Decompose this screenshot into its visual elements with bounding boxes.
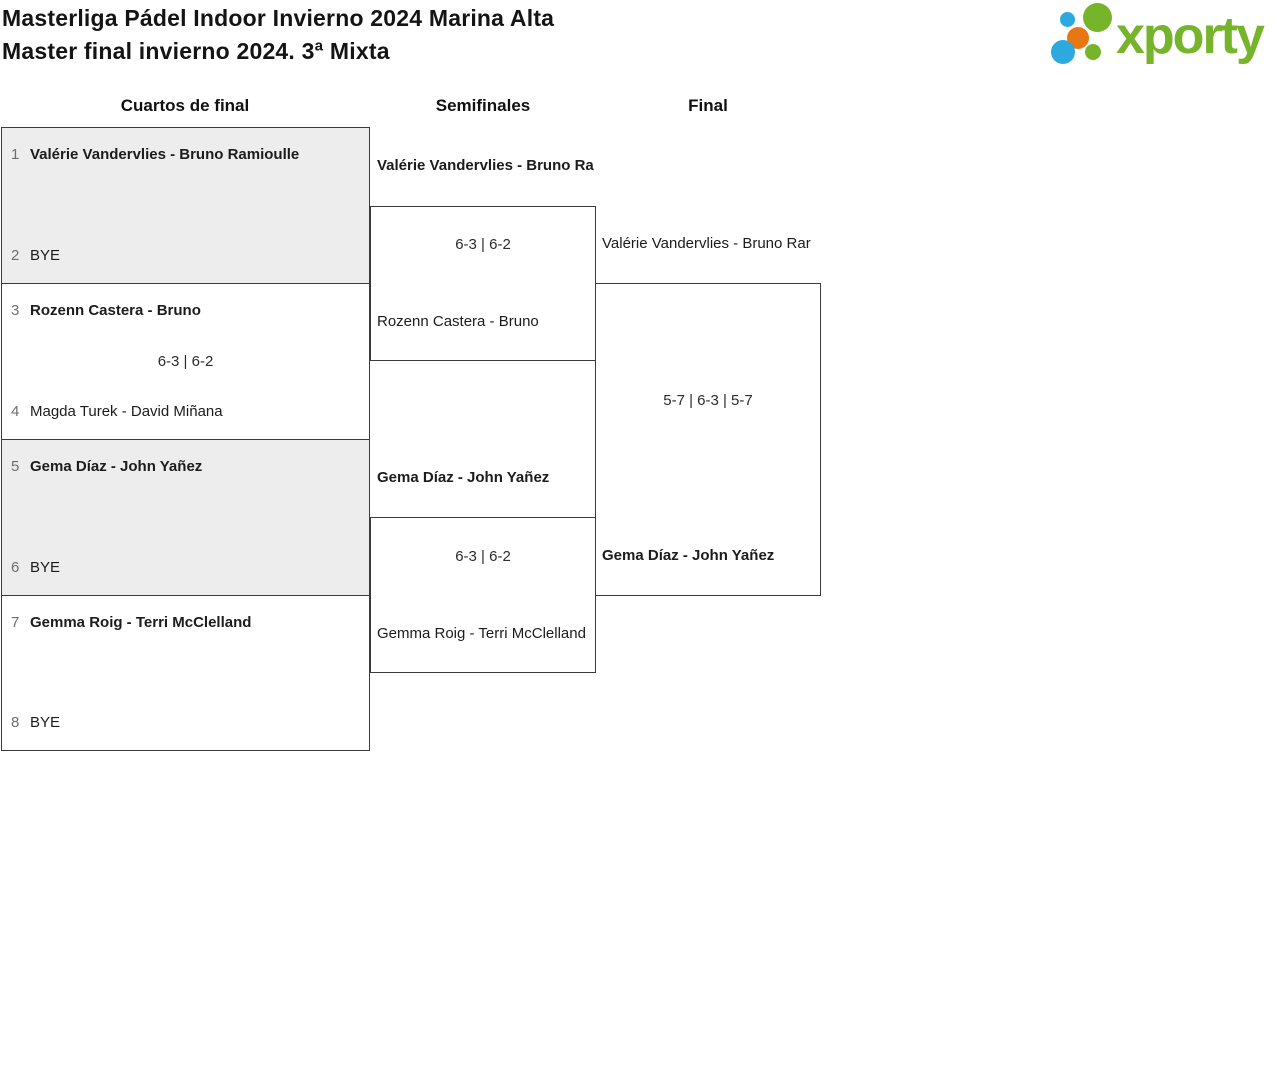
logo-dot-green-small-icon xyxy=(1085,44,1101,60)
seed-label: 2 xyxy=(11,247,20,264)
match-box-sf2 xyxy=(370,517,596,673)
match-score: 6-3 | 6-2 xyxy=(157,352,214,370)
seed-label: 4 xyxy=(11,403,20,420)
seed-label: 1 xyxy=(11,146,20,163)
seed-label: 6 xyxy=(11,559,20,576)
logo-dot-orange-icon xyxy=(1067,27,1089,49)
team-name: BYE xyxy=(30,714,61,731)
seed-label: 5 xyxy=(11,458,20,475)
page-title: Masterliga Pádel Indoor Invierno 2024 Ma… xyxy=(2,2,554,68)
match-score-sf1: 6-3 | 6-2 xyxy=(455,236,511,253)
team-name-sf1-bottom: Rozenn Castera - Bruno xyxy=(377,313,539,330)
round-header-semifinals: Semifinales xyxy=(435,96,531,115)
match-score-sf2: 6-3 | 6-2 xyxy=(455,548,511,565)
match-row: 2 BYE xyxy=(11,246,363,266)
team-name: Magda Turek - David Miñana xyxy=(30,403,223,420)
match-row: 4 Magda Turek - David Miñana xyxy=(11,402,363,422)
match-box-sf1 xyxy=(370,206,596,361)
round-header-quarterfinals: Cuartos de final xyxy=(120,96,250,115)
page-title-line2: Master final invierno 2024. 3ª Mixta xyxy=(2,38,390,64)
match-box-qf3: 5 Gema Díaz - John Yañez 6 BYE xyxy=(1,439,370,596)
match-row: 1 Valérie Vandervlies - Bruno Ramioulle xyxy=(11,145,363,165)
team-name: Valérie Vandervlies - Bruno Ramioulle xyxy=(30,146,300,163)
team-name-sf2-top: Gema Díaz - John Yañez xyxy=(377,469,550,486)
match-row: 7 Gemma Roig - Terri McClelland xyxy=(11,613,363,633)
match-score-final: 5-7 | 6-3 | 5-7 xyxy=(663,392,753,409)
match-row: 5 Gema Díaz - John Yañez xyxy=(11,457,363,477)
logo-dot-blue-large-icon xyxy=(1051,40,1075,64)
seed-label: 3 xyxy=(11,302,20,319)
logo-dot-blue-small-icon xyxy=(1060,12,1075,27)
team-name-sf1-top: Valérie Vandervlies - Bruno Rar xyxy=(377,157,594,174)
logo-wordmark: xporty xyxy=(1116,7,1265,65)
page-title-line1: Masterliga Pádel Indoor Invierno 2024 Ma… xyxy=(2,5,555,31)
team-name: Gemma Roig - Terri McClelland xyxy=(30,614,252,631)
seed-label: 8 xyxy=(11,714,20,731)
team-name: BYE xyxy=(30,559,61,576)
match-box-qf1: 1 Valérie Vandervlies - Bruno Ramioulle … xyxy=(1,127,370,284)
team-name: Gema Díaz - John Yañez xyxy=(30,458,203,475)
logo-dot-green-large-icon xyxy=(1083,3,1112,32)
match-box-final xyxy=(595,283,821,596)
team-name-sf2-bottom: Gemma Roig - Terri McClelland xyxy=(377,625,586,642)
team-name-final-bottom: Gema Díaz - John Yañez xyxy=(602,547,775,564)
xporty-logo[interactable]: xporty xyxy=(1050,0,1280,78)
team-name: Rozenn Castera - Bruno xyxy=(30,302,201,319)
team-name-final-top: Valérie Vandervlies - Bruno Rar xyxy=(602,235,811,252)
team-name: BYE xyxy=(30,247,61,264)
match-row: 8 BYE xyxy=(11,713,363,733)
match-box-qf4: 7 Gemma Roig - Terri McClelland 8 BYE xyxy=(1,595,370,751)
match-box-qf2: 3 Rozenn Castera - Bruno 6-3 | 6-2 4 Mag… xyxy=(1,283,370,440)
seed-label: 7 xyxy=(11,614,20,631)
round-header-final: Final xyxy=(688,96,728,115)
match-row: 6 BYE xyxy=(11,558,363,578)
match-row: 3 Rozenn Castera - Bruno xyxy=(11,301,363,321)
